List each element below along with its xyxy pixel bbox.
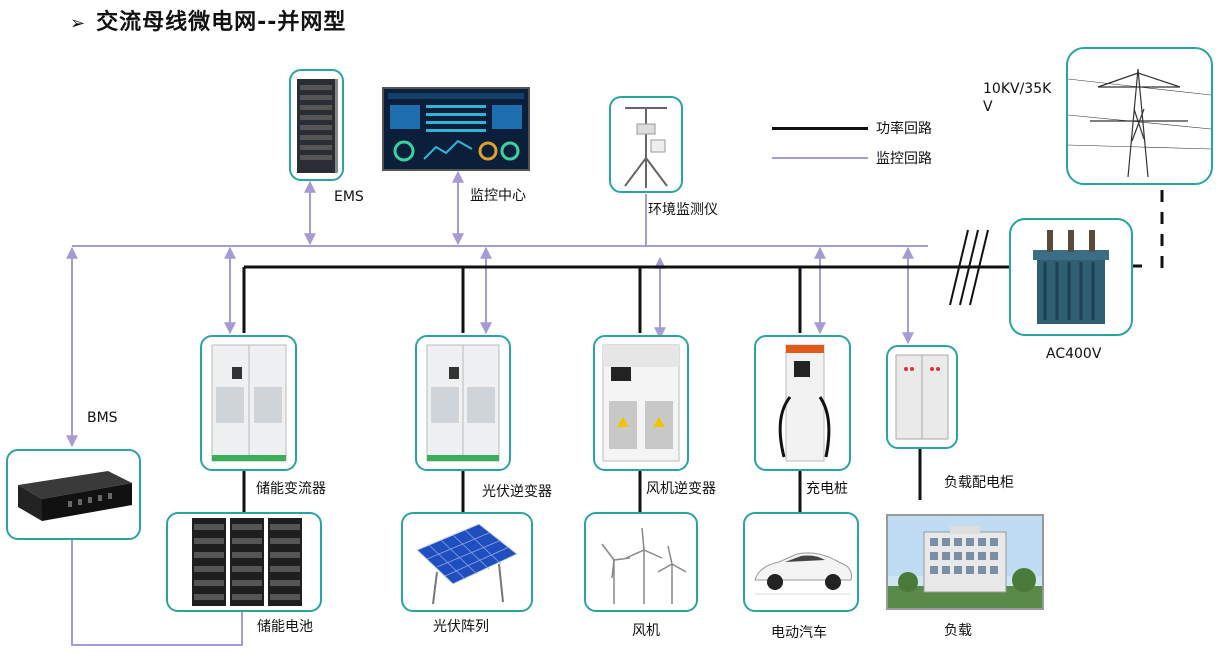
monitor-center-label: 监控中心 <box>470 188 526 204</box>
wind-inverter-image <box>593 335 689 471</box>
legend-power-line <box>772 127 868 130</box>
env-monitor-label: 环境监测仪 <box>648 202 718 218</box>
pcs-cabinet-icon <box>211 344 287 462</box>
power-loop-lines <box>242 229 1142 512</box>
bms-device-icon <box>18 471 132 521</box>
ev-label: 电动汽车 <box>771 625 827 641</box>
monitor-center-screen <box>382 87 530 171</box>
office-building-icon <box>888 516 1042 608</box>
battery-rack-icon <box>192 518 302 606</box>
wind-turbine-icon <box>601 527 687 604</box>
battery-image <box>166 512 322 612</box>
pv-array-image <box>401 512 533 612</box>
load-cabinet-image <box>886 345 958 449</box>
ems-rack-icon <box>297 79 338 173</box>
pv-inverter-image <box>415 335 511 471</box>
page-title: ➢ 交流母线微电网--并网型 <box>70 4 346 36</box>
pcs-image <box>200 335 297 471</box>
legend-power-label: 功率回路 <box>876 121 932 137</box>
bms-unit-image <box>6 449 141 540</box>
transmission-tower-icon <box>1068 68 1211 178</box>
pv-array-label: 光伏阵列 <box>433 619 489 635</box>
load-cabinet-label: 负载配电柜 <box>944 475 1014 491</box>
dashboard-icon <box>388 93 524 162</box>
distribution-cabinet-icon <box>895 354 949 440</box>
ev-image <box>743 512 859 612</box>
ev-charger-icon <box>778 344 831 462</box>
transformer-image <box>1009 218 1133 336</box>
legend-monitor-label: 监控回路 <box>876 151 932 167</box>
ems-label: EMS <box>334 189 364 205</box>
wind-image <box>584 512 698 612</box>
bms-label: BMS <box>87 410 118 426</box>
pcs-label: 储能变流器 <box>256 481 326 497</box>
electric-car-icon <box>754 552 852 595</box>
wind-inverter-cabinet-icon <box>602 344 680 462</box>
load-building-image <box>886 514 1044 610</box>
solar-panel-icon <box>416 523 518 605</box>
wind-inverter-label: 风机逆变器 <box>646 481 716 497</box>
grid-voltage-label: 10KV/35KV <box>983 81 1052 115</box>
charger-label: 充电桩 <box>806 481 848 497</box>
ac400v-label: AC400V <box>1046 346 1102 362</box>
env-monitor-image <box>609 96 683 193</box>
title-text: 交流母线微电网--并网型 <box>96 10 347 35</box>
legend-monitor-line <box>772 157 868 159</box>
weather-station-icon <box>624 107 668 188</box>
pv-inverter-cabinet-icon <box>426 344 500 462</box>
load-label: 负载 <box>944 623 972 639</box>
power-tower-image <box>1066 47 1213 185</box>
wind-label: 风机 <box>632 623 660 639</box>
pv-inverter-label: 光伏逆变器 <box>482 484 552 500</box>
monitor-loop-lines <box>66 170 928 646</box>
charger-image <box>754 335 851 471</box>
transformer-icon <box>1033 230 1109 324</box>
ems-rack-image <box>289 69 344 181</box>
title-arrow-icon: ➢ <box>70 13 87 34</box>
battery-label: 储能电池 <box>257 619 313 635</box>
